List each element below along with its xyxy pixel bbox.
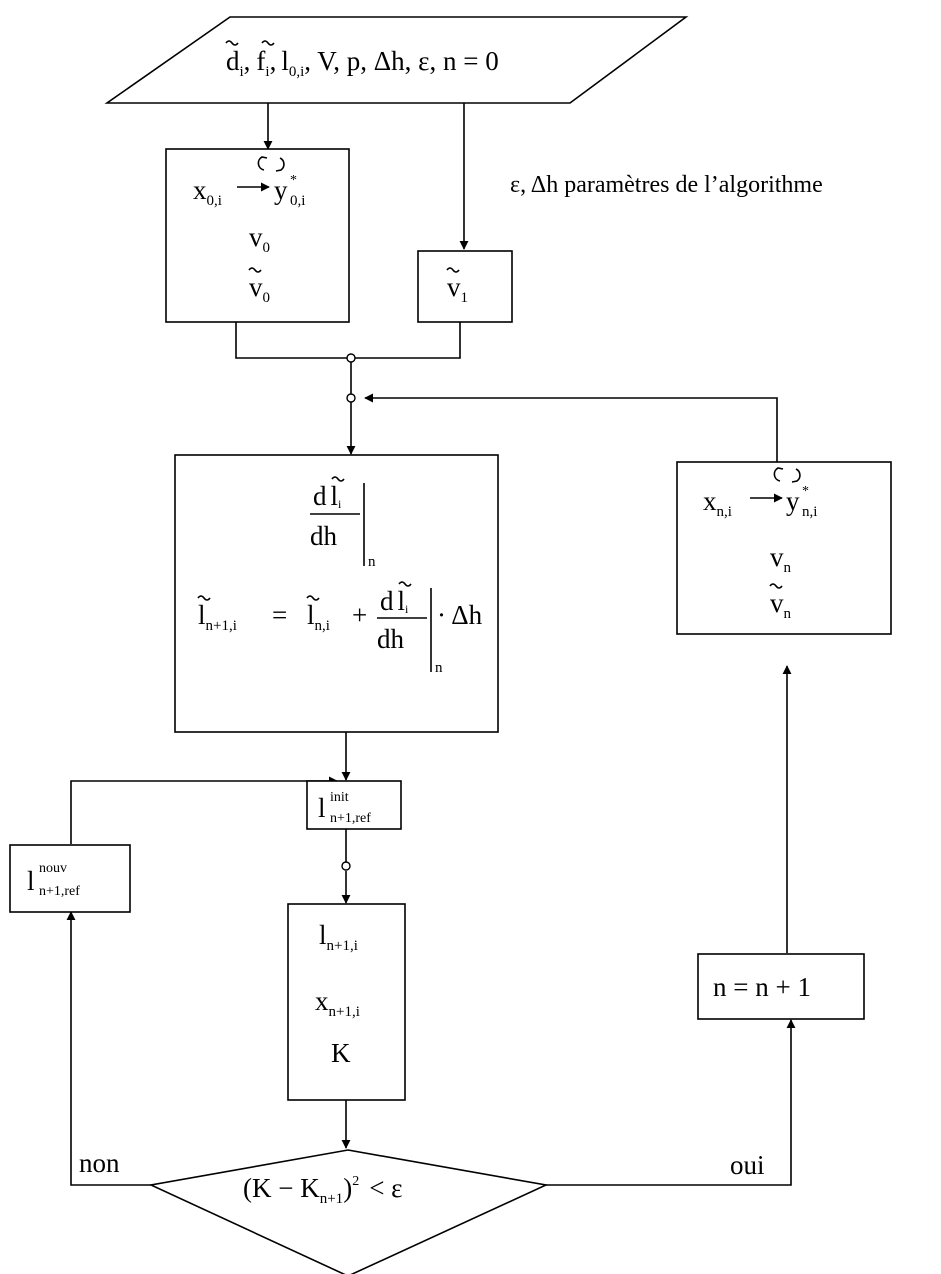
junction-node-icon xyxy=(341,861,351,871)
update-y-star: * xyxy=(802,484,809,499)
update-equation: ln+1,i=ln,i+ xyxy=(198,600,367,634)
evaluation-index: n xyxy=(435,660,443,676)
cycle-icon xyxy=(773,467,801,483)
input-parameters: di,fi,l0,i, V, p, Δh, ε, n = 0 xyxy=(226,46,499,80)
decision-diamond: (K − Kn+1)2< ε xyxy=(148,1149,549,1274)
nouv-ref-l: l xyxy=(27,866,35,896)
init-ref-box-frame xyxy=(306,780,402,830)
nouv-ref-box: l nouv n+1,ref xyxy=(9,844,131,913)
v1-box: v1 xyxy=(417,250,513,323)
algorithm-parameters-note: ε, Δh paramètres de l’algorithme xyxy=(510,172,823,198)
init-v0: v0 xyxy=(249,222,270,256)
nouv-ref-sup: nouv xyxy=(39,861,67,876)
evaluation-index: n xyxy=(368,554,376,570)
update-box-frame xyxy=(676,461,892,635)
init-y-sub: 0,i xyxy=(290,193,305,209)
tilde-accent-icon xyxy=(398,581,412,587)
init-box-frame xyxy=(165,148,350,323)
update-y-sub: n,i xyxy=(802,504,817,520)
init-ref-sup: init xyxy=(330,790,349,805)
tilde-accent-icon xyxy=(331,476,345,482)
arrow-no-branch xyxy=(66,911,151,1186)
update-vn-tilde: vn xyxy=(770,588,792,622)
calc-k: K xyxy=(331,1038,351,1068)
tilde-accent-icon xyxy=(248,267,262,273)
init-v0-tilde: v0 xyxy=(249,272,270,306)
tilde-accent-icon xyxy=(446,267,460,273)
cycle-icon xyxy=(257,156,285,172)
merge-line-init-v1 xyxy=(235,322,461,359)
tilde-accent-icon xyxy=(261,40,275,46)
increment-label: n = n + 1 xyxy=(713,972,811,1002)
connectors xyxy=(66,103,796,1186)
nouv-ref-sub: n+1,ref xyxy=(39,884,80,899)
decision-shape xyxy=(148,1149,549,1274)
update-vn: vn xyxy=(770,542,792,576)
tilde-accent-icon xyxy=(306,595,320,601)
increment-box-frame xyxy=(697,953,865,1020)
tilde-accent-icon xyxy=(769,583,783,589)
arrow-yes-branch xyxy=(546,1019,796,1186)
init-y-star: * xyxy=(290,173,297,188)
calc-box: ln+1,i xn+1,i K xyxy=(287,903,406,1101)
times-step: · Δh xyxy=(437,600,483,630)
decision-condition: (K − Kn+1)2< ε xyxy=(243,1173,403,1207)
calc-box-frame xyxy=(287,903,406,1101)
tilde-accent-icon xyxy=(225,40,239,46)
calc-x: xn+1,i xyxy=(315,986,360,1020)
derivative-denominator-2: dh xyxy=(377,624,405,654)
init-ref-sub: n+1,ref xyxy=(330,811,371,826)
init-ref-l: l xyxy=(318,793,326,823)
nouv-ref-box-frame xyxy=(9,844,131,913)
v1-tilde: v1 xyxy=(447,272,468,306)
derivative-box-frame xyxy=(174,454,499,733)
junction-node-icon xyxy=(346,353,356,363)
input-parallelogram: di,fi,l0,i, V, p, Δh, ε, n = 0 xyxy=(104,16,689,104)
tilde-accent-icon xyxy=(197,595,211,601)
init-ref-box: l init n+1,ref xyxy=(306,780,402,830)
derivative-denominator: dh xyxy=(310,521,338,551)
arrow-nouv-to-loop-node xyxy=(70,776,338,844)
input-shape xyxy=(104,16,689,104)
increment-box: n = n + 1 xyxy=(697,953,865,1020)
branch-label-yes: oui xyxy=(730,1150,765,1180)
arrow-feedback-loop xyxy=(364,393,778,462)
branch-label-no: non xyxy=(79,1148,120,1178)
junction-node-icon xyxy=(346,393,356,403)
calc-l: ln+1,i xyxy=(319,920,358,954)
v1-box-frame xyxy=(417,250,513,323)
